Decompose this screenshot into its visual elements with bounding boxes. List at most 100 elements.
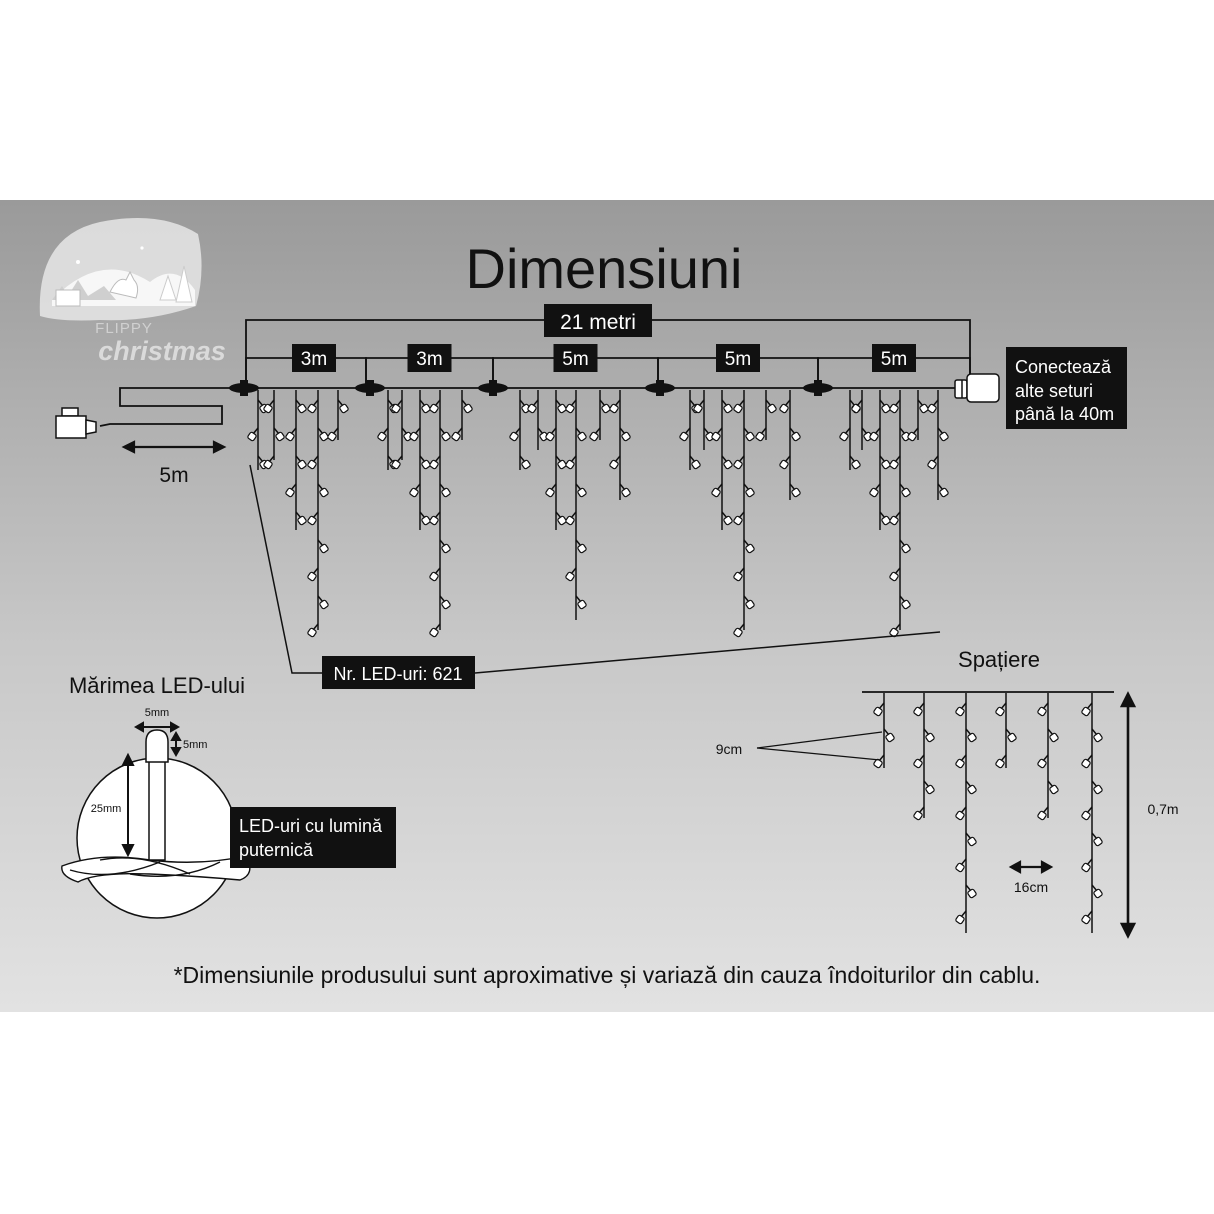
spacing-led-icon xyxy=(1091,884,1104,900)
spacing-led-icon xyxy=(965,884,978,900)
led-icon xyxy=(508,427,521,443)
led-icon xyxy=(376,427,389,443)
led-icon xyxy=(306,511,319,527)
led-icon xyxy=(419,399,432,415)
segment-label-box xyxy=(292,344,336,372)
spacing-led-icon xyxy=(954,858,967,874)
segment-label: 3m xyxy=(301,349,327,370)
total-length-label: 21 metri xyxy=(560,311,636,334)
led-icon xyxy=(408,483,421,499)
led-icon xyxy=(555,455,568,471)
spacing-horizontal-label: 16cm xyxy=(1014,879,1048,895)
led-icon xyxy=(789,427,802,443)
led-icon xyxy=(849,455,862,471)
led-icon xyxy=(519,455,532,471)
spacing-led-icon xyxy=(1091,728,1104,744)
led-icon xyxy=(555,399,568,415)
led-icon xyxy=(710,483,723,499)
led-icon xyxy=(439,595,452,611)
led-width-label: 5mm xyxy=(145,707,169,719)
led-icon xyxy=(754,427,767,443)
led-icon xyxy=(317,539,330,555)
led-icon xyxy=(439,483,452,499)
disclaimer-footnote: *Dimensiunile produsului sunt aproximati… xyxy=(173,962,1041,988)
led-icon xyxy=(575,595,588,611)
led-icon xyxy=(306,623,319,639)
led-icon xyxy=(284,483,297,499)
segment-brackets xyxy=(245,357,971,388)
led-icon xyxy=(721,399,734,415)
led-icon xyxy=(743,595,756,611)
connector-note-line-2: alte seturi xyxy=(1015,381,1093,401)
led-icon xyxy=(428,399,441,415)
spacing-led-icon xyxy=(923,728,936,744)
spacing-led-icon xyxy=(1080,702,1093,718)
spacing-led-icon xyxy=(954,754,967,770)
led-icon xyxy=(599,399,612,415)
spacing-led-icon xyxy=(1005,728,1018,744)
spacing-led-icon xyxy=(912,754,925,770)
spacing-led-icon xyxy=(1091,780,1104,796)
spacing-led-icon xyxy=(1036,702,1049,718)
led-icon xyxy=(306,399,319,415)
led-description-box xyxy=(230,807,396,868)
spacing-led-icon xyxy=(872,754,885,770)
icicle-drops xyxy=(246,390,950,639)
connector-note-line-3: până la 40m xyxy=(1015,404,1114,424)
led-icon xyxy=(732,511,745,527)
led-icon xyxy=(306,455,319,471)
connector-note-line-1: Conectează xyxy=(1015,357,1112,377)
led-icon xyxy=(317,427,330,443)
led-icon xyxy=(564,455,577,471)
brand-logo: FLIPPY christmas xyxy=(39,218,226,366)
spacing-led-icon xyxy=(912,806,925,822)
led-icon xyxy=(575,483,588,499)
spacing-led-icon xyxy=(954,702,967,718)
led-icon xyxy=(678,427,691,443)
led-icon xyxy=(428,567,441,583)
led-icon xyxy=(850,399,863,415)
led-icon xyxy=(789,483,802,499)
total-length-label-box xyxy=(544,304,652,337)
spacing-led-icon xyxy=(1080,806,1093,822)
led-icon xyxy=(450,427,463,443)
led-icon xyxy=(926,399,939,415)
led-icon xyxy=(608,399,621,415)
led-icon xyxy=(917,399,930,415)
led-dimension-arrows xyxy=(121,721,182,858)
led-icon xyxy=(564,399,577,415)
led-icon xyxy=(868,483,881,499)
lead-length-label: 5m xyxy=(159,464,188,487)
led-icon xyxy=(937,427,950,443)
led-icon xyxy=(937,483,950,499)
spacing-led-icon xyxy=(912,702,925,718)
led-icon xyxy=(888,455,901,471)
spacing-led-icon xyxy=(1047,780,1060,796)
led-icon xyxy=(439,427,452,443)
led-icon xyxy=(721,455,734,471)
segment-label-box xyxy=(407,344,452,372)
lead-length-arrow xyxy=(121,440,227,454)
led-icon xyxy=(544,483,557,499)
led-icon xyxy=(428,623,441,639)
led-icon xyxy=(575,427,588,443)
coupler-body xyxy=(656,380,664,396)
led-icon xyxy=(732,567,745,583)
led-icon xyxy=(273,427,286,443)
led-icon xyxy=(306,567,319,583)
segment-label-box xyxy=(553,344,598,372)
connector-note-box xyxy=(1006,347,1127,429)
led-icon xyxy=(879,455,892,471)
led-tip-label: 5mm xyxy=(183,739,207,751)
led-icon xyxy=(879,399,892,415)
led-icon xyxy=(899,539,912,555)
led-icon xyxy=(888,399,901,415)
spacing-vertical-label: 9cm xyxy=(716,741,742,757)
spacing-led-icon xyxy=(1036,806,1049,822)
spacing-drops xyxy=(872,693,1104,933)
page-title: Dimensiuni xyxy=(466,237,743,300)
led-icon xyxy=(419,455,432,471)
